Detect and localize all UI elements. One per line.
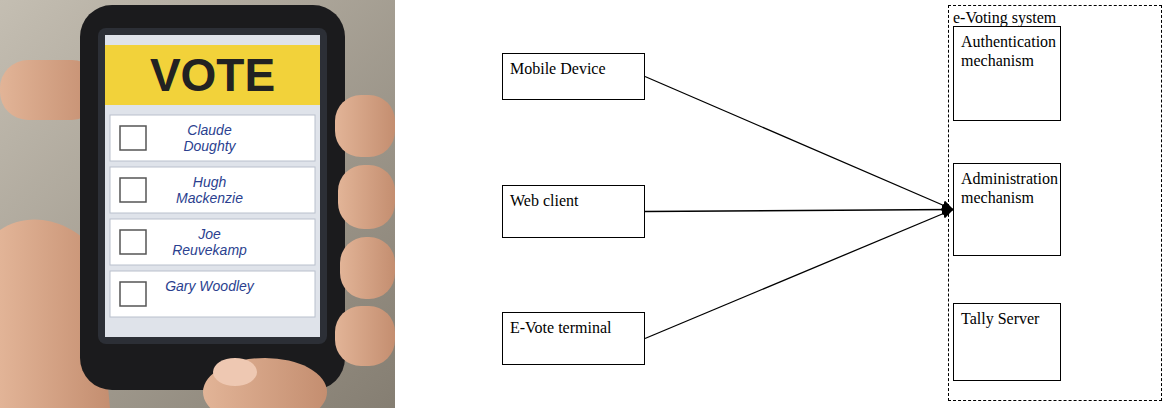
component-box: Mobile Device bbox=[502, 53, 645, 100]
candidate-name: Gary Woodley bbox=[162, 278, 257, 294]
candidate-name: Hugh Mackenzie bbox=[162, 174, 257, 206]
box-label: Tally Server bbox=[954, 304, 1060, 333]
ballot-heading: VOTE bbox=[105, 49, 320, 101]
component-box: Tally Server bbox=[953, 303, 1061, 381]
component-box: E-Vote terminal bbox=[502, 312, 645, 365]
connector-arrow bbox=[645, 210, 953, 339]
box-label: Authentication mechanism bbox=[954, 27, 1060, 75]
component-box: Administration mechanism bbox=[953, 163, 1061, 256]
component-box: Web client bbox=[502, 185, 645, 238]
box-label: Mobile Device bbox=[503, 54, 644, 83]
box-label: E-Vote terminal bbox=[503, 313, 644, 342]
box-label: Administration mechanism bbox=[954, 164, 1060, 212]
component-box: Authentication mechanism bbox=[953, 26, 1061, 121]
connector-arrow bbox=[645, 77, 953, 210]
candidate-name: Claude Doughty bbox=[162, 122, 257, 154]
candidate-name: Joe Reuvekamp bbox=[162, 226, 257, 258]
connector-arrow bbox=[645, 210, 953, 212]
system-group: e-Voting systemAuthentication mechanismA… bbox=[948, 5, 1162, 401]
box-label: Web client bbox=[503, 186, 644, 215]
